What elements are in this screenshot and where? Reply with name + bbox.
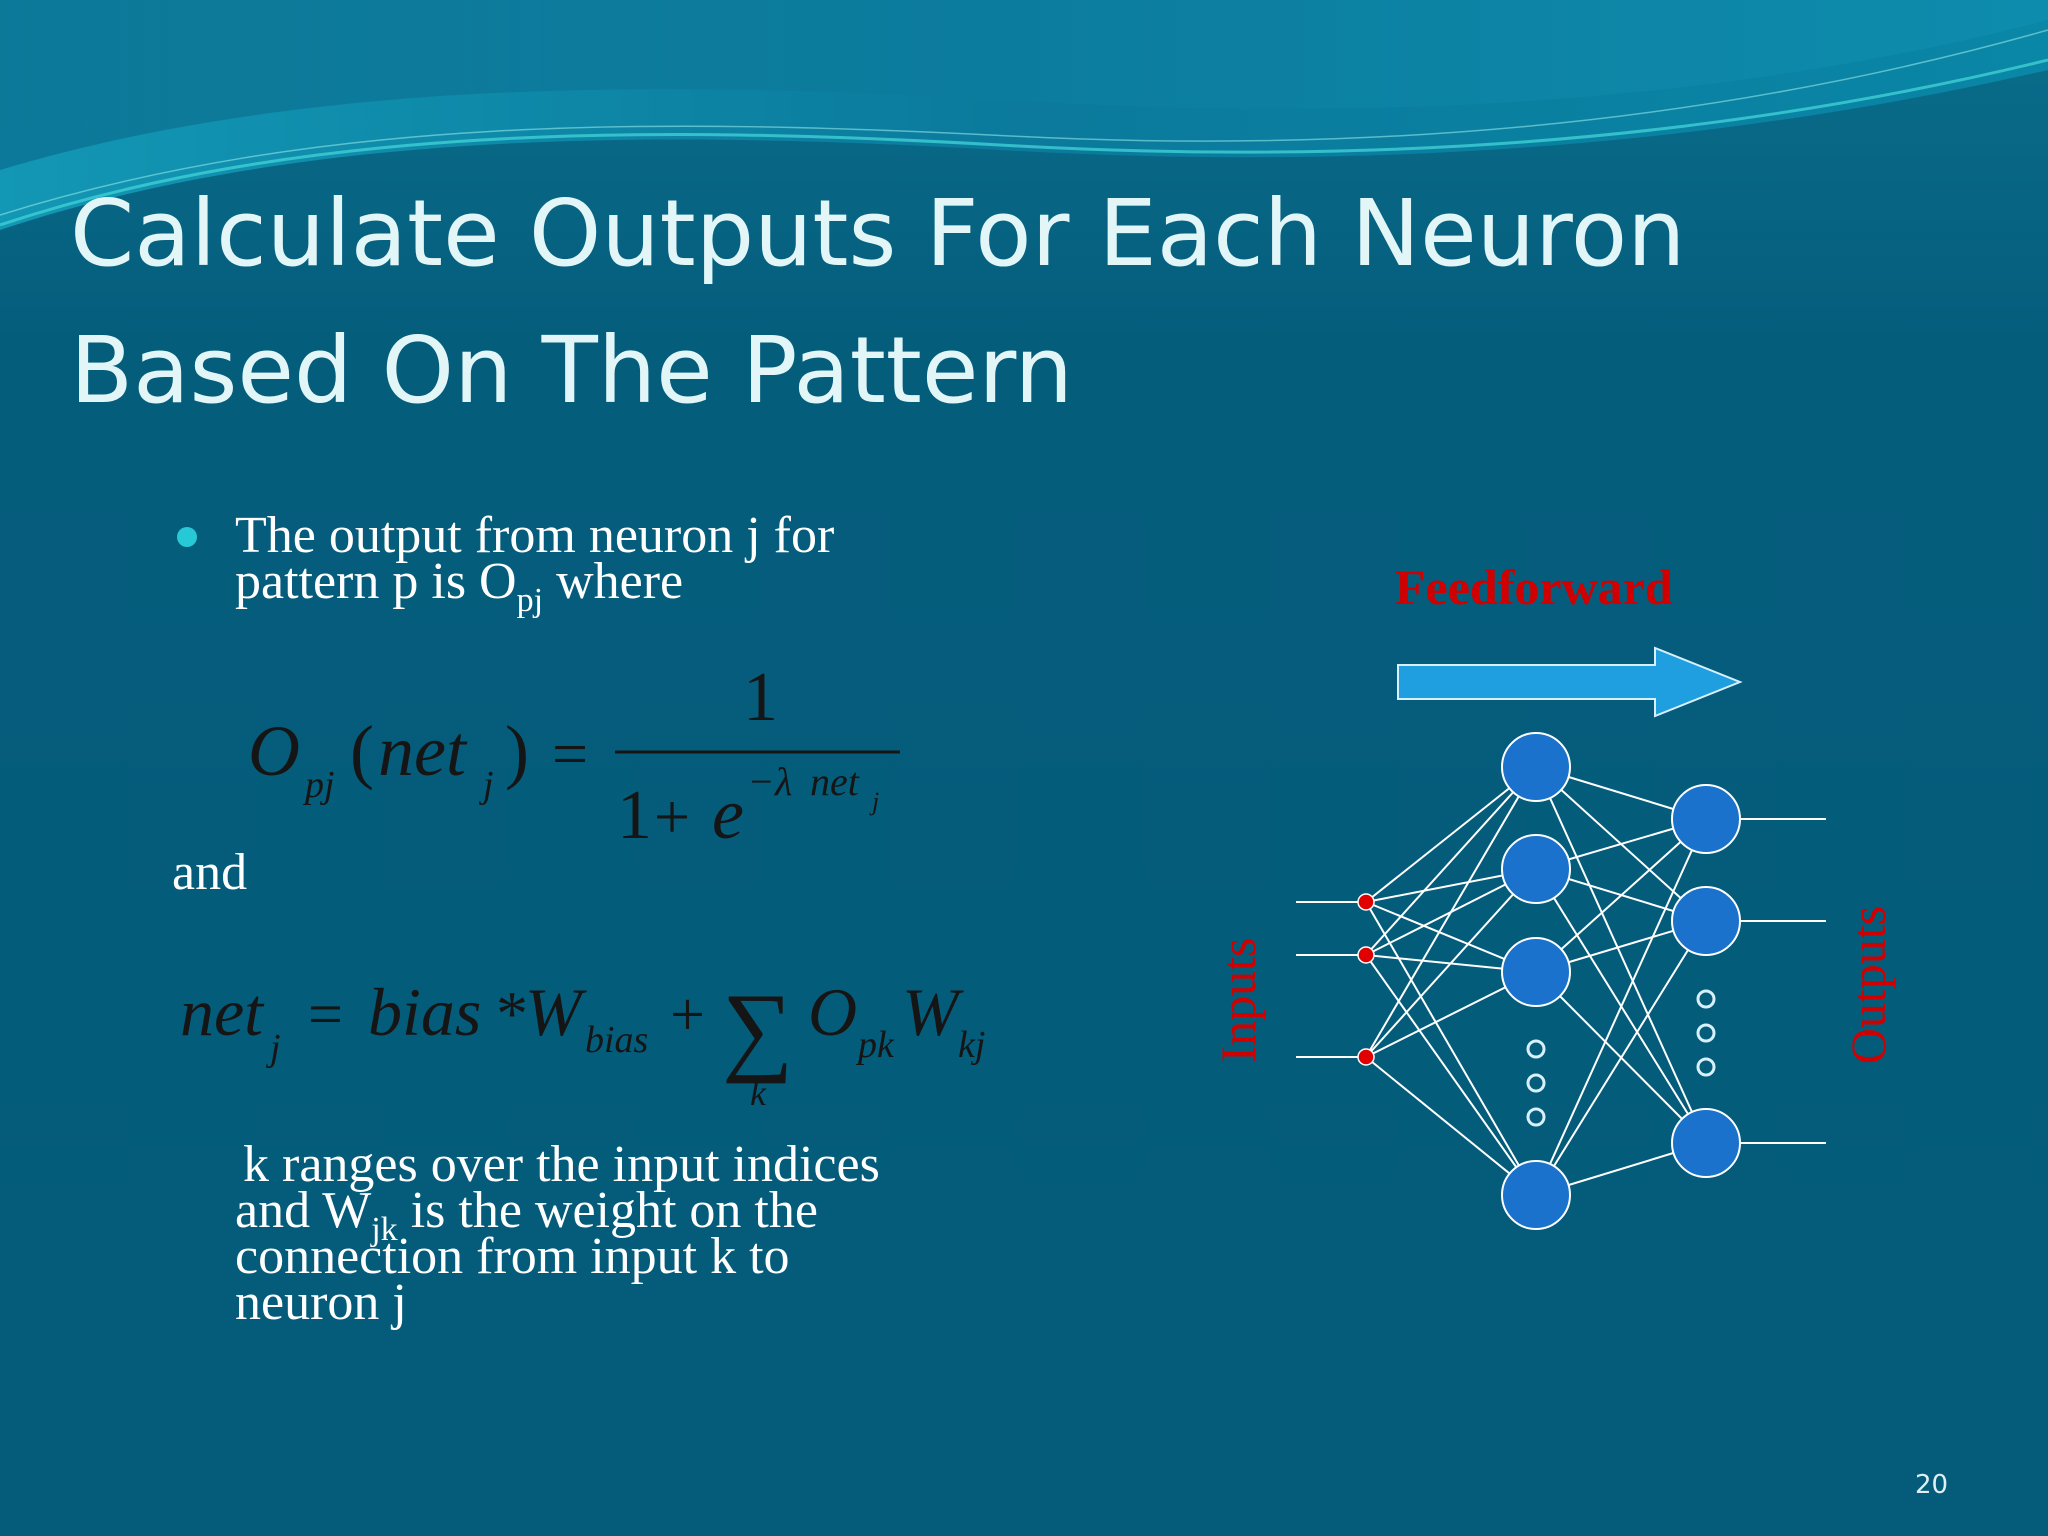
input-hidden-connection <box>1365 901 1537 1196</box>
and-text: and <box>172 844 248 901</box>
hidden-output-connection <box>1535 818 1707 973</box>
bullet-line-2-text: pattern p is O <box>235 553 517 610</box>
krange-line-4: neuron j <box>235 1274 407 1331</box>
f2-star: * <box>493 978 525 1049</box>
f2-net: net <box>180 974 265 1050</box>
f2-sigma-sub: k <box>750 1073 767 1113</box>
input-hidden-connection <box>1365 766 1537 956</box>
ellipsis-dot <box>1526 1039 1546 1059</box>
bullet-text: The output from neuron j for pattern p i… <box>235 507 1035 618</box>
ellipsis-dot <box>1696 1023 1716 1043</box>
f2-net-sub: j <box>265 1027 281 1069</box>
title-line-1: Calculate Outputs For Each Neuron <box>70 180 1686 287</box>
f1-exp-minus: − <box>750 759 773 804</box>
input-node <box>1357 893 1375 911</box>
f1-O-sub: pj <box>302 764 335 806</box>
bullet-line-2: pattern p is Opj where <box>235 556 1035 618</box>
input-hidden-connection <box>1365 766 1537 1058</box>
f1-numerator: 1 <box>743 659 778 736</box>
krange-line-2-sub: jk <box>371 1211 398 1248</box>
hidden-output-connection <box>1535 766 1707 1144</box>
f1-open-paren: ( <box>350 711 374 791</box>
inputs-label: Inputs <box>1210 938 1266 1063</box>
krange-line-2-post: is the weight on the <box>397 1182 818 1239</box>
net-formula: net j = bias * W bias + ∑ k O pk W kj <box>180 973 985 1113</box>
hidden-neuron <box>1501 732 1571 802</box>
f2-W2: W <box>902 974 964 1050</box>
f2-W: W <box>525 974 587 1050</box>
f1-denom-one: 1 <box>617 777 652 854</box>
input-node <box>1357 946 1375 964</box>
output-neuron <box>1671 784 1741 854</box>
neural-network-diagram: Feedforward Inputs Outputs <box>1210 559 1896 1230</box>
krange-line-1: k ranges over the input indices <box>243 1136 880 1193</box>
header-wave-decoration <box>0 0 2048 230</box>
input-hidden-connection <box>1365 1056 1537 1196</box>
bullet-line-2-post: where <box>543 553 684 610</box>
output-neuron <box>1671 886 1741 956</box>
ellipsis-dot <box>1696 989 1716 1009</box>
sigmoid-formula: O pj ( net j ) = 1 1 + e − λ net j <box>248 659 900 854</box>
f2-W-sub: bias <box>585 1019 648 1061</box>
slide-title: Calculate Outputs For Each Neuron Based … <box>70 165 1920 439</box>
nodes <box>1357 732 1741 1230</box>
hidden-neuron <box>1501 1160 1571 1230</box>
output-neuron <box>1671 1108 1741 1178</box>
feedforward-label: Feedforward <box>1395 559 1673 615</box>
bullet-line-2-sub: pj <box>516 582 544 619</box>
f2-bias: bias <box>368 974 481 1050</box>
feedforward-arrow-icon <box>1397 646 1743 718</box>
f2-O: O <box>808 974 857 1050</box>
input-node <box>1357 1048 1375 1066</box>
f1-exp-net: net <box>810 759 860 804</box>
f2-equals: = <box>308 981 343 1049</box>
bullet-line-1: The output from neuron j for <box>235 507 835 564</box>
f1-net: net <box>378 711 468 791</box>
f1-equals: = <box>552 718 588 789</box>
input-hidden-connection <box>1365 954 1537 1196</box>
hidden-output-connection <box>1535 920 1707 1196</box>
f1-net-sub: j <box>478 764 494 806</box>
f1-denom-e: e <box>712 774 744 854</box>
hidden-output-connection <box>1535 818 1707 1196</box>
krange-line-2: and Wjk is the weight on the <box>235 1185 1035 1247</box>
krange-line-3: connection from input k to <box>235 1228 790 1285</box>
f2-W2-sub: kj <box>958 1024 985 1066</box>
f1-O: O <box>248 711 300 791</box>
k-range-text: k ranges over the input indices and Wjk … <box>235 1136 1035 1331</box>
input-hidden-connection <box>1365 868 1537 1058</box>
bullet-icon <box>177 527 197 547</box>
input-hidden-connection <box>1365 766 1537 903</box>
ellipsis-dot <box>1526 1073 1546 1093</box>
f1-close-paren: ) <box>505 711 529 791</box>
f1-exp-lambda: λ <box>774 759 792 804</box>
hidden-neuron <box>1501 834 1571 904</box>
f2-sigma: ∑ <box>722 973 793 1084</box>
f2-O-sub: pk <box>855 1024 895 1066</box>
ellipsis-dot <box>1526 1107 1546 1127</box>
ellipsis-dot <box>1696 1057 1716 1077</box>
f2-plus: + <box>670 981 705 1049</box>
krange-line-2-text: and W <box>235 1182 372 1239</box>
outputs-label: Outputs <box>1840 906 1896 1064</box>
hidden-neuron <box>1501 937 1571 1007</box>
page-number: 20 <box>1915 1470 1949 1500</box>
title-line-2: Based On The Pattern <box>70 317 1073 424</box>
f1-exp-net-sub: j <box>869 787 879 816</box>
f1-denom-plus: + <box>654 781 690 852</box>
